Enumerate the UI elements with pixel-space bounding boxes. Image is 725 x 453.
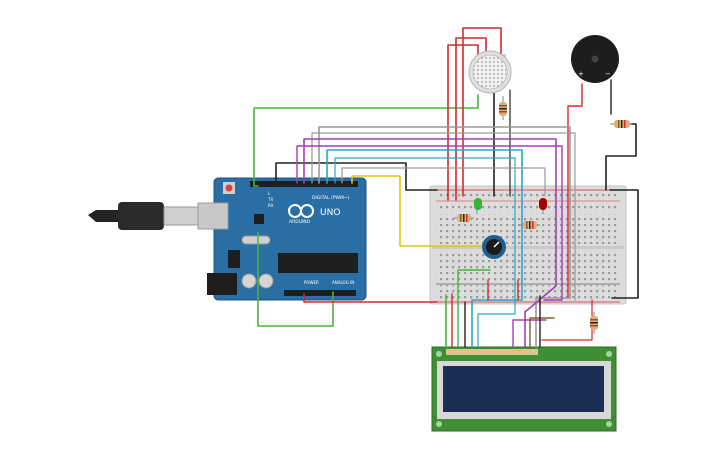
resistor-led-red xyxy=(520,221,540,229)
lcd-pin-header xyxy=(446,349,538,355)
potentiometer-icon xyxy=(482,235,506,259)
power-label: POWER xyxy=(304,280,319,285)
tx-label: TX xyxy=(267,197,273,202)
reset-button xyxy=(225,184,233,192)
l-label: L xyxy=(268,191,271,196)
resistor-lcd xyxy=(590,312,598,334)
led-green xyxy=(474,198,482,214)
wires xyxy=(253,27,639,348)
resistor-buzzer xyxy=(610,120,632,128)
infinity-logo-icon xyxy=(288,204,314,218)
digital-label: DIGITAL (PWM~) xyxy=(312,195,350,201)
buzzer-minus-label: − xyxy=(605,70,611,78)
model-label: UNO xyxy=(320,208,340,218)
lcd-screen xyxy=(443,366,604,412)
arduino-uno: DIGITAL (PWM~) ARDUINO UNO POWER ANALOG … xyxy=(197,177,367,301)
resistor-sensor xyxy=(499,96,507,120)
led-red xyxy=(539,198,547,214)
rx-label: RX xyxy=(268,203,274,208)
breadboard xyxy=(429,185,627,305)
resistor-led-green xyxy=(454,214,474,222)
resistors xyxy=(454,96,632,334)
usb-cable-icon xyxy=(88,202,199,230)
lcd-display xyxy=(431,346,617,432)
buzzer-plus-label: + xyxy=(578,70,584,78)
piezo-buzzer-icon: + − xyxy=(571,35,619,83)
gas-sensor-icon xyxy=(468,50,512,94)
analog-label: ANALOG IN xyxy=(332,280,354,285)
brand-label: ARDUINO xyxy=(289,219,311,225)
